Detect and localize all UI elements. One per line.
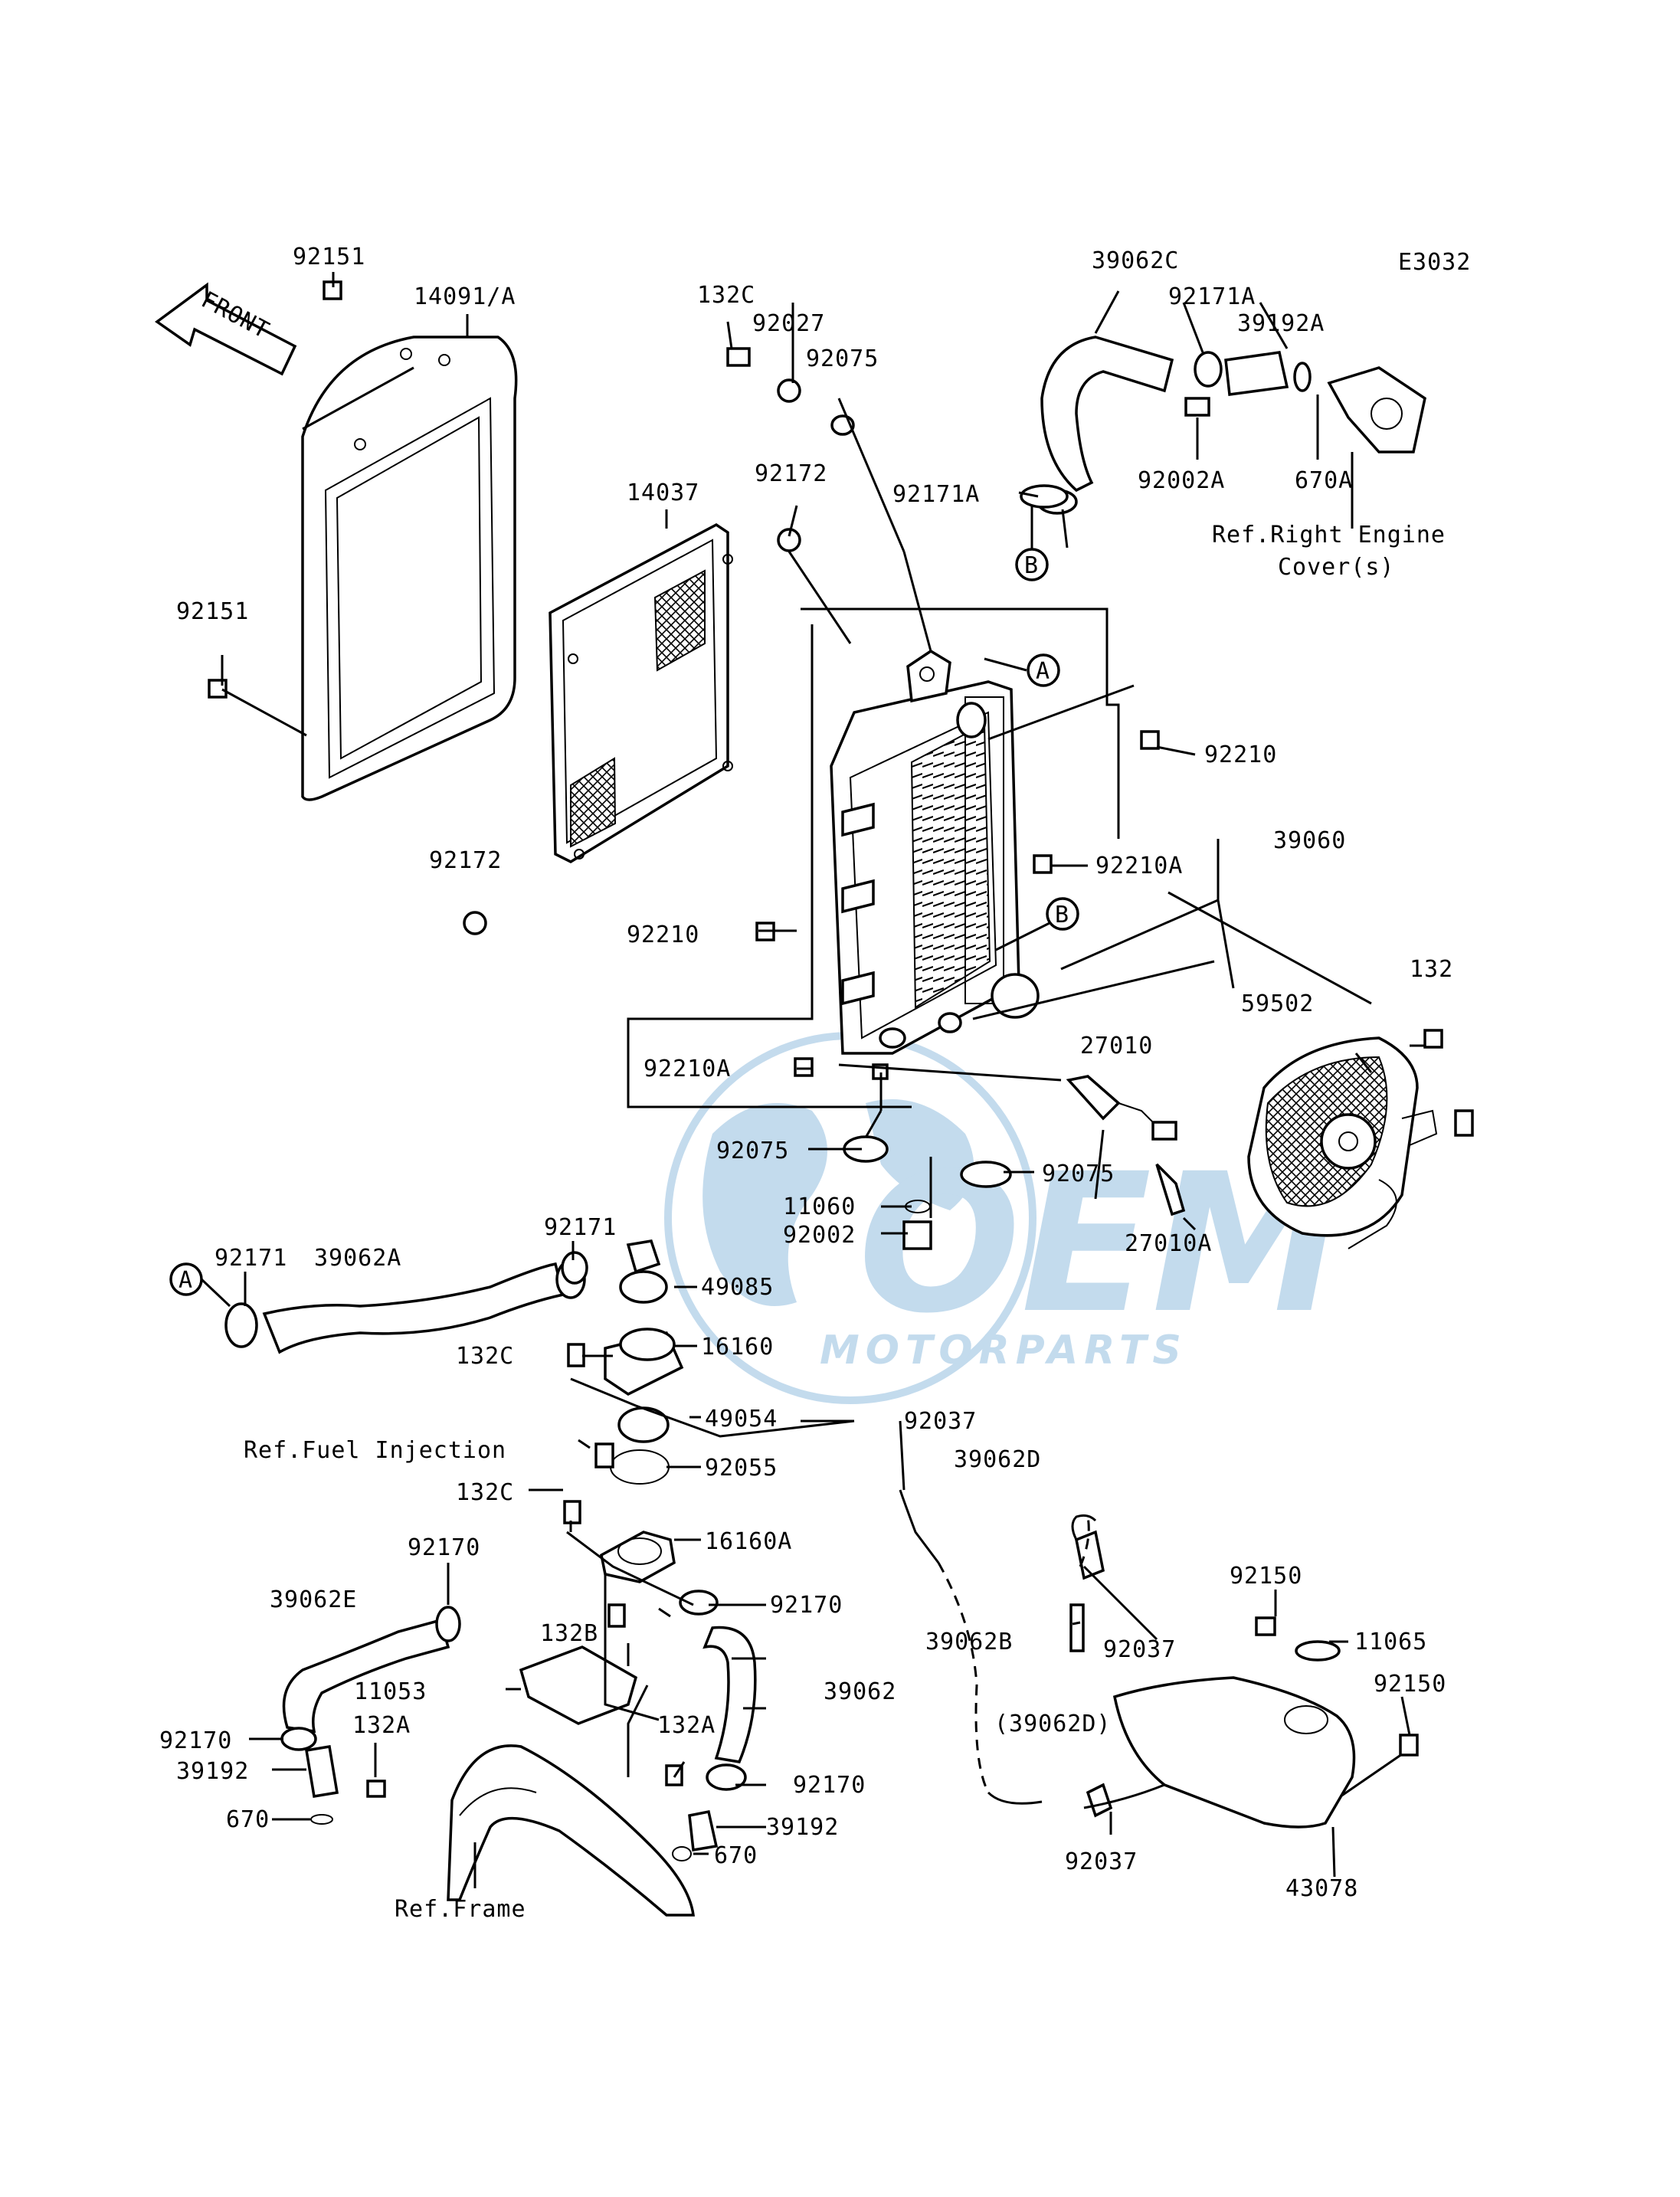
diagram-code: E3032	[1398, 249, 1471, 276]
ref-fuel-injection: Ref.Fuel Injection	[244, 1437, 506, 1464]
label-49054: 49054	[705, 1406, 778, 1432]
label-11060: 11060	[783, 1193, 856, 1220]
label-92037-mid: 92037	[1103, 1636, 1176, 1663]
label-39192A: 39192A	[1237, 310, 1325, 337]
label-132C-low: 132C	[456, 1479, 514, 1506]
callout-B-top: B	[1015, 548, 1049, 581]
frame-ref	[447, 1744, 695, 1917]
callout-B-mid: B	[1046, 897, 1079, 931]
label-39062E: 39062E	[270, 1586, 357, 1613]
label-92172-bot: 92172	[429, 847, 502, 874]
label-92151-left: 92151	[176, 598, 249, 625]
front-arrow-icon: FRONT	[154, 282, 297, 376]
label-670-left: 670	[226, 1806, 270, 1833]
callout-A-top: A	[1027, 653, 1060, 687]
callout-B-mid-text: B	[1055, 902, 1069, 928]
label-43078: 43078	[1285, 1875, 1358, 1902]
label-92150-right: 92150	[1374, 1671, 1446, 1698]
thermostat-housing-group	[563, 1239, 684, 1583]
label-92075-top: 92075	[806, 345, 879, 372]
label-132A-right: 132A	[657, 1712, 716, 1739]
label-92210A-left: 92210A	[644, 1056, 731, 1082]
callout-A-top-text: A	[1036, 658, 1050, 685]
label-92170-right: 92170	[793, 1772, 866, 1799]
label-670A: 670A	[1295, 467, 1353, 494]
callout-A-left: A	[169, 1262, 203, 1296]
fasteners	[208, 280, 1443, 1285]
label-670-right: 670	[714, 1842, 758, 1869]
ref-right-engine-2: Cover(s)	[1278, 554, 1395, 581]
label-92170-left: 92170	[159, 1727, 232, 1754]
watermark-sub: MOTORPARTS	[820, 1328, 1187, 1374]
label-92171-mid: 92171	[544, 1214, 617, 1241]
label-92171A-top: 92171A	[1168, 283, 1256, 310]
label-132B: 132B	[540, 1620, 598, 1647]
hose-39062A	[224, 1259, 586, 1354]
label-92002A: 92002A	[1138, 467, 1225, 494]
label-16160A: 16160A	[705, 1528, 792, 1555]
callout-A-left-text: A	[178, 1267, 193, 1294]
overflow-hose-routes	[899, 1489, 1165, 1809]
callout-B-top-text: B	[1024, 552, 1039, 579]
label-132C-mid: 132C	[456, 1343, 514, 1370]
ref-right-engine-1: Ref.Right Engine	[1212, 522, 1446, 548]
radiator-shroud	[301, 336, 518, 801]
label-11065: 11065	[1354, 1629, 1427, 1655]
label-39062A: 39062A	[314, 1245, 401, 1272]
label-16160: 16160	[701, 1334, 774, 1360]
leader-lines	[221, 272, 1425, 1888]
label-92210A-right: 92210A	[1095, 853, 1183, 879]
label-132A-left: 132A	[352, 1712, 411, 1739]
label-92151-top: 92151	[293, 244, 365, 270]
label-27010: 27010	[1080, 1033, 1153, 1059]
label-39062D-paren: (39062D)	[994, 1711, 1112, 1737]
label-14091: 14091/A	[414, 283, 516, 310]
label-92055: 92055	[705, 1455, 778, 1482]
cooling-fan	[1247, 1036, 1474, 1249]
label-132: 132	[1410, 956, 1453, 983]
label-39062D: 39062D	[954, 1446, 1041, 1473]
radiator-screen	[549, 522, 733, 863]
label-132C-top: 132C	[697, 282, 755, 309]
upper-hose-assembly	[1036, 336, 1426, 515]
label-39192-left: 39192	[176, 1758, 249, 1785]
pipes-39192	[304, 1744, 719, 1861]
ref-frame: Ref.Frame	[395, 1896, 526, 1923]
label-39062C: 39062C	[1092, 247, 1179, 274]
label-92210-right: 92210	[1204, 742, 1277, 768]
lower-hoses	[280, 1590, 757, 1791]
label-39060: 39060	[1273, 827, 1346, 854]
thermo-brackets	[566, 1377, 855, 1777]
reservoir-tank	[1074, 1530, 1419, 1829]
label-27010A: 27010A	[1125, 1230, 1212, 1257]
label-39062B: 39062B	[925, 1629, 1013, 1655]
label-92002: 92002	[783, 1222, 856, 1249]
label-14037: 14037	[627, 480, 699, 506]
label-92170-top: 92170	[408, 1534, 480, 1561]
label-92037-bot: 92037	[1065, 1848, 1138, 1875]
label-92171A-left: 92171A	[892, 481, 980, 508]
label-39192-right: 39192	[766, 1814, 839, 1841]
label-92172-top: 92172	[755, 460, 827, 487]
label-92037-top: 92037	[904, 1408, 977, 1435]
label-11053: 11053	[354, 1678, 427, 1705]
sensors	[843, 1063, 1186, 1250]
label-92170-mid: 92170	[770, 1592, 843, 1619]
label-39062: 39062	[824, 1678, 896, 1705]
group-brackets	[627, 607, 1372, 1108]
label-59502: 59502	[1241, 990, 1314, 1017]
radiator	[830, 649, 1040, 1055]
label-92150-top: 92150	[1230, 1563, 1302, 1590]
part-labels: E3032 92151 14091/A 92151 14037 92172 92…	[159, 244, 1471, 1923]
label-92075-right: 92075	[1042, 1161, 1115, 1187]
label-92171-left: 92171	[215, 1245, 287, 1272]
label-49085: 49085	[701, 1274, 774, 1301]
label-92027: 92027	[752, 310, 825, 337]
label-92210-left: 92210	[627, 922, 699, 948]
label-92075-left: 92075	[716, 1138, 789, 1164]
